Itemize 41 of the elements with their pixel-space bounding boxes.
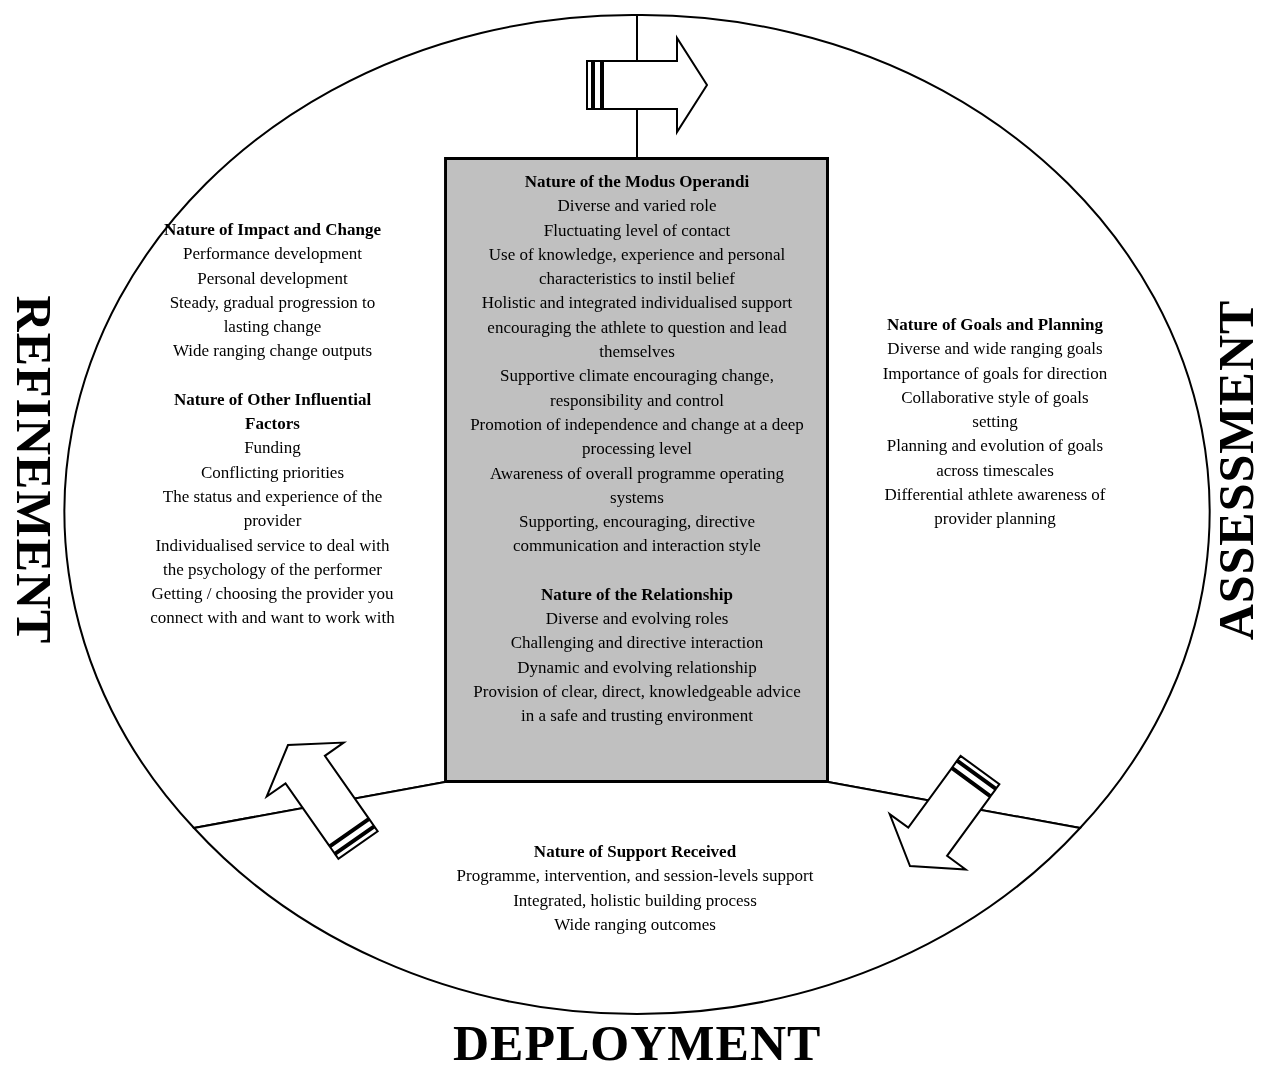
list-item: Supporting, encouraging, directive communication and interaction style: [512, 511, 762, 558]
list-item: The status and experience of the provider: [161, 485, 384, 533]
list-item: Individualised service to deal with the psychology of the performer: [154, 534, 391, 581]
section-heading: Nature of Other Influential Factors: [172, 388, 373, 436]
list-item: Diverse and varied role: [556, 195, 718, 218]
block-arrow: [887, 754, 1001, 871]
block-arrow: [586, 34, 709, 136]
section-heading: Nature of Support Received: [532, 841, 738, 863]
list-item: Dynamic and evolving relationship: [516, 656, 758, 679]
list-item: Wide ranging change outputs: [172, 340, 373, 363]
stage-label: DEPLOYMENT: [453, 1017, 822, 1069]
stage-label: ASSESSMENT: [1209, 299, 1262, 641]
list-item: Wide ranging outcomes: [553, 913, 717, 936]
list-item: Diverse and wide ranging goals: [886, 338, 1104, 361]
list-item: Promotion of independence and change at a deep processing level: [469, 413, 805, 461]
list-item: Awareness of overall programme operating systems: [489, 462, 785, 509]
list-item: Diverse and evolving roles: [544, 608, 730, 631]
list-item: Importance of goals for direction: [881, 362, 1109, 385]
list-item: Funding: [243, 437, 302, 460]
list-item: Differential athlete awareness of provider planning: [883, 484, 1107, 531]
section-heading: Nature of Goals and Planning: [886, 314, 1104, 336]
list-item: Conflicting priorities: [199, 461, 346, 484]
list-item: Performance development: [182, 243, 363, 266]
section-heading: Nature of Impact and Change: [163, 219, 382, 241]
block-arrow: [264, 741, 380, 861]
list-item: Planning and evolution of goals across timescales: [885, 435, 1105, 482]
list-item: Supportive climate encouraging change, responsibility and control: [499, 365, 775, 412]
list-item: Use of knowledge, experience and personal characteristics to instil belief: [487, 243, 787, 291]
list-item: Collaborative style of goals setting: [900, 386, 1090, 434]
section-heading: Nature of the Relationship: [540, 583, 734, 606]
list-item: Getting / choosing the provider you connect with and want to work with: [150, 583, 395, 630]
stage-label: REFINEMENT: [7, 295, 60, 645]
list-item: Steady, gradual progression to lasting change: [168, 291, 377, 339]
list-item: Provision of clear, direct, knowledgeable advice in a safe and trusting environment: [472, 680, 802, 728]
list-item: Challenging and directive interaction: [509, 632, 765, 655]
list-item: Programme, intervention, and session-levels support: [455, 865, 815, 888]
list-item: Fluctuating level of contact: [542, 219, 732, 242]
section-heading: Nature of the Modus Operandi: [523, 171, 751, 193]
list-item: Personal development: [196, 267, 349, 290]
list-item: Holistic and integrated individualised support encouraging the athlete to question and lead themselves: [480, 292, 794, 364]
list-item: Integrated, holistic building process: [512, 889, 758, 912]
